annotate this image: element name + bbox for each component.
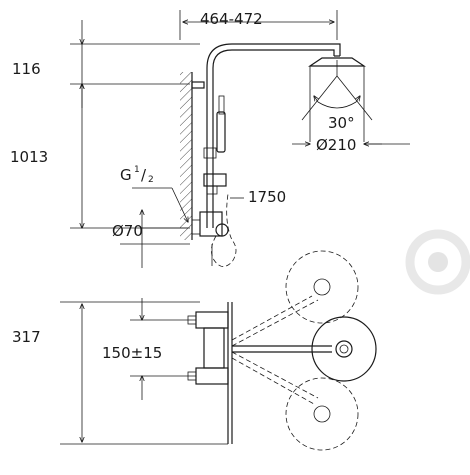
spray-line-right: [336, 75, 373, 121]
gear-watermark-icon: [405, 229, 470, 295]
dim-arm-reach: 464-472: [200, 10, 263, 28]
dim-head-dia: Ø210: [316, 136, 356, 154]
overhead-arm: [206, 43, 341, 84]
plan-mixer-body: [203, 327, 225, 369]
spray-line-left: [301, 75, 338, 121]
dim-thread-den: 2: [148, 175, 154, 185]
plan-head-swung-up: [285, 250, 359, 324]
dim-thread-num: 1: [134, 165, 140, 175]
plan-view: [60, 250, 377, 451]
dim-spray-angle: 30°: [328, 114, 355, 132]
top-bracket: [191, 81, 205, 89]
rosette: [191, 219, 201, 235]
wall-hatch: [180, 72, 192, 240]
dim-hose-length: 1750: [248, 188, 286, 206]
dim-plan-depth: 317: [12, 328, 41, 346]
shower-hose: [211, 193, 237, 267]
hand-shower: [216, 111, 226, 153]
swing-arm-upper: [231, 295, 313, 341]
hand-shower-holder: [203, 147, 217, 159]
spray-angle-arc: [317, 101, 357, 109]
plan-upper-valve: [195, 311, 229, 329]
plan-shower-head: [311, 316, 377, 382]
swing-arm-lower: [231, 357, 315, 405]
dim-top-offset: 116: [12, 60, 41, 78]
dim-column-height: 1013: [10, 148, 48, 166]
dim-rosette-dia: Ø70: [112, 222, 143, 240]
dim-inlet-spacing: 150±15: [102, 344, 162, 362]
elevation-view: [70, 10, 410, 268]
mixer-body: [199, 211, 223, 237]
plan-head-swung-down: [285, 377, 359, 451]
svg-text:/: /: [141, 166, 147, 184]
shower-head: [308, 57, 366, 67]
plan-lower-valve: [195, 367, 229, 385]
dim-thread-g: G: [120, 166, 132, 184]
mixer-knob: [215, 223, 229, 237]
